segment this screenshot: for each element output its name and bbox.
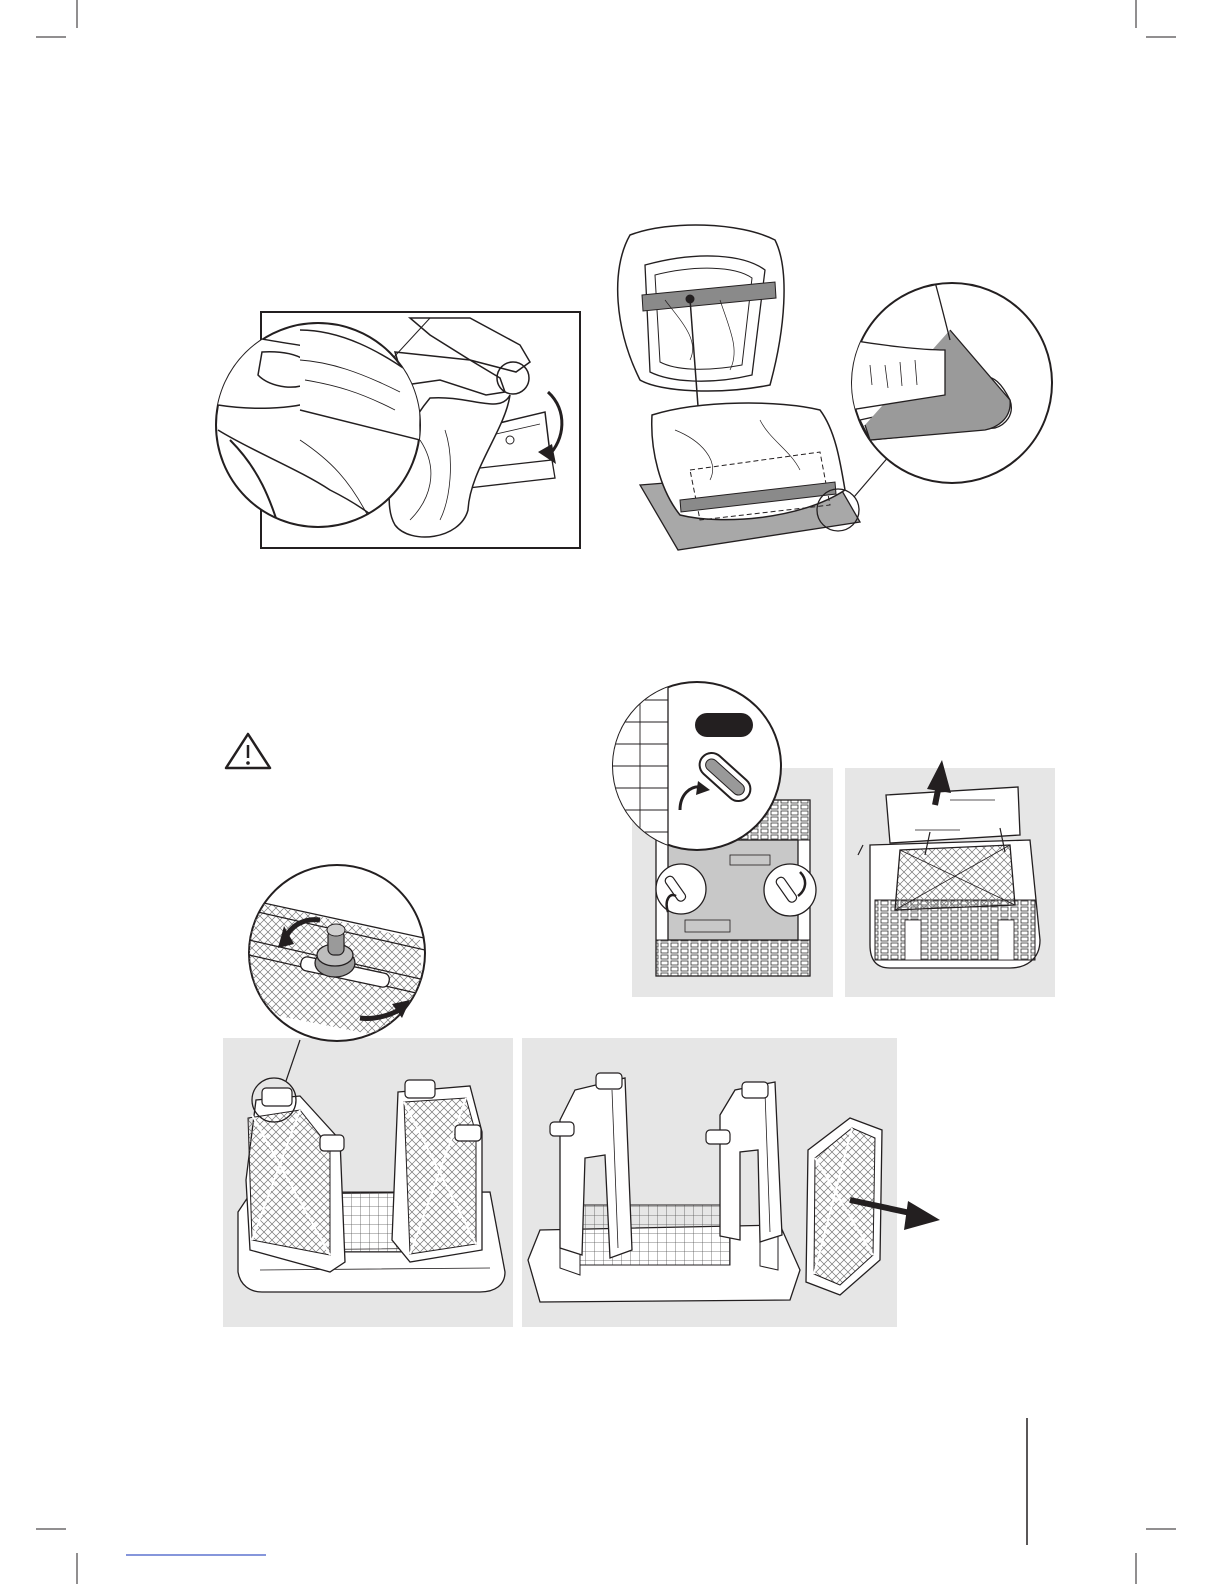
- filter-bag-fit-figure: [618, 225, 1052, 550]
- filter-lift-out-figure: [845, 760, 1055, 997]
- filter-bag-fold-figure: [216, 312, 580, 548]
- warning-triangle-icon: [226, 734, 270, 768]
- filter-panel-removal-figure: [522, 1038, 940, 1327]
- filter-release-knob-figure: [612, 682, 833, 997]
- filter-panel-latch-figure: [223, 865, 513, 1327]
